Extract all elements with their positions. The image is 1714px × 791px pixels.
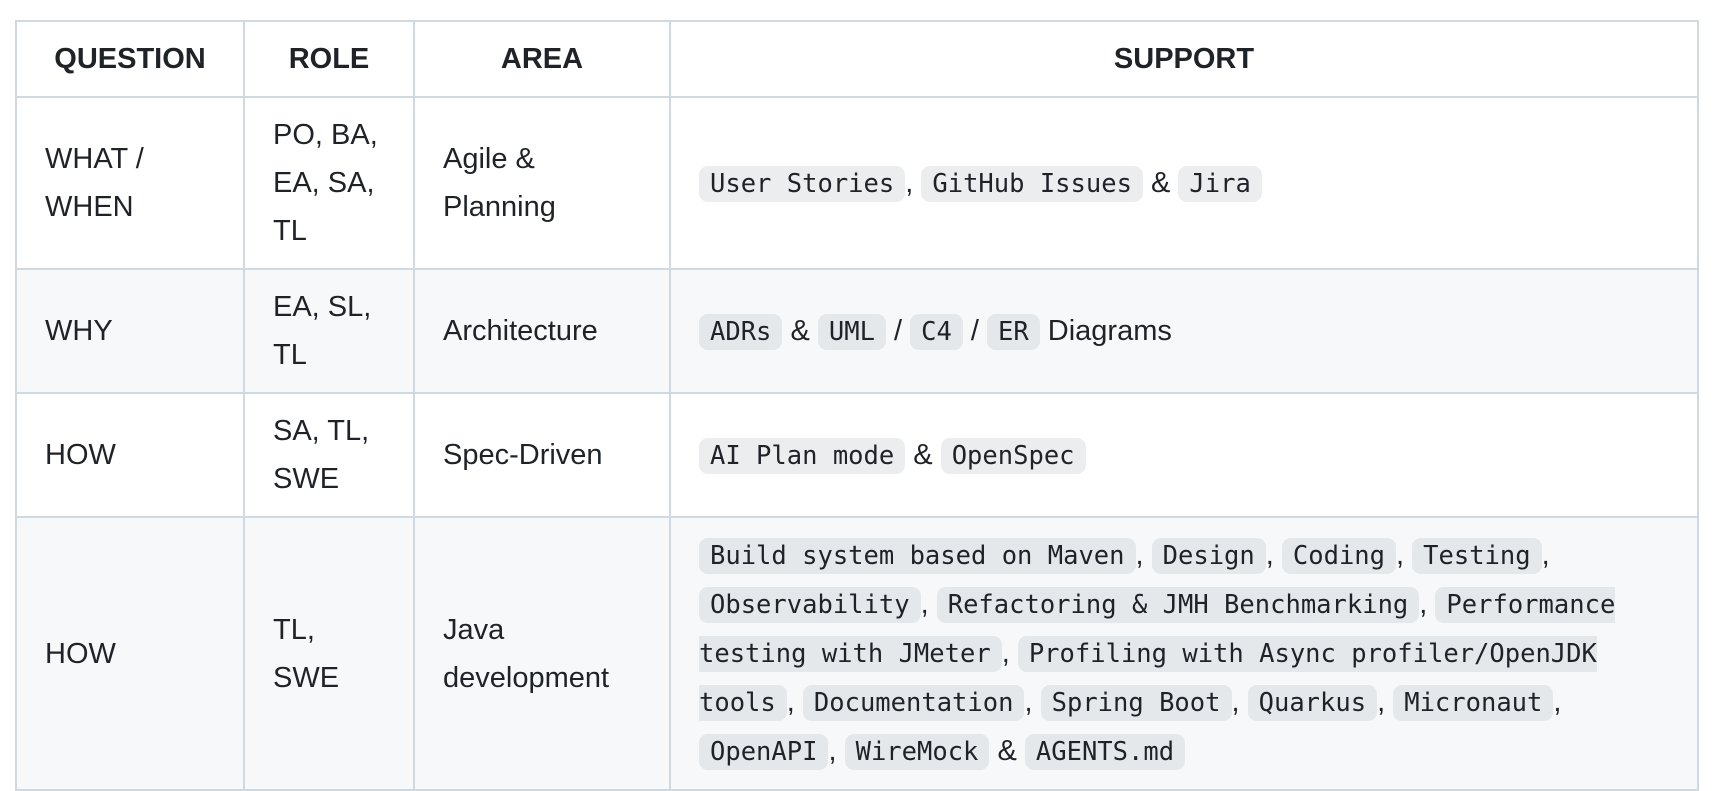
separator-text: /	[885, 314, 911, 347]
separator-text: Diagrams	[1039, 314, 1172, 347]
code-tag: UML	[817, 313, 886, 350]
separator-text: ,	[1541, 539, 1550, 571]
code-tag: AGENTS.md	[1024, 734, 1186, 770]
code-tag: ADRs	[699, 313, 783, 350]
code-tag: WireMock	[844, 734, 990, 770]
code-tag: Documentation	[802, 685, 1025, 721]
roles-support-table: QUESTION ROLE AREA SUPPORT WHAT / WHEN P…	[15, 20, 1699, 791]
separator-text: /	[962, 314, 988, 347]
header-support: SUPPORT	[669, 20, 1699, 98]
code-tag: User Stories	[699, 165, 906, 202]
code-tag: C4	[910, 313, 963, 350]
role-cell: SA, TL, SWE	[243, 392, 415, 518]
code-tag: GitHub Issues	[921, 165, 1143, 202]
separator-text: &	[782, 314, 818, 347]
role-cell: PO, BA, EA, SA, TL	[243, 96, 415, 270]
code-tag: Jira	[1178, 165, 1262, 202]
header-row: QUESTION ROLE AREA SUPPORT	[15, 20, 1699, 98]
support-cell: User Stories, GitHub Issues & Jira	[669, 96, 1699, 270]
separator-text: ,	[1377, 686, 1394, 718]
separator-text: ,	[905, 166, 922, 199]
question-cell: HOW	[15, 392, 245, 518]
code-tag: Spring Boot	[1040, 685, 1232, 721]
code-tag: Build system based on Maven	[699, 538, 1136, 574]
area-cell: Agile & Planning	[413, 96, 671, 270]
separator-text: ,	[1396, 539, 1413, 571]
question-cell: WHY	[15, 268, 245, 394]
code-tag: OpenSpec	[940, 437, 1086, 474]
table-row: WHAT / WHEN PO, BA, EA, SA, TL Agile & P…	[15, 96, 1699, 270]
code-tag: Testing	[1412, 538, 1542, 574]
header-role: ROLE	[243, 20, 415, 98]
separator-text: ,	[1231, 686, 1248, 718]
table-row: WHY EA, SL, TL Architecture ADRs & UML /…	[15, 268, 1699, 394]
code-tag: OpenAPI	[699, 734, 829, 770]
header-question: QUESTION	[15, 20, 245, 98]
code-tag: Observability	[699, 587, 921, 623]
support-cell: Build system based on Maven, Design, Cod…	[669, 516, 1699, 791]
support-cell: AI Plan mode & OpenSpec	[669, 392, 1699, 518]
code-tag: Micronaut	[1393, 685, 1554, 721]
question-cell: WHAT / WHEN	[15, 96, 245, 270]
separator-text: ,	[828, 735, 845, 767]
code-tag: Coding	[1281, 538, 1397, 574]
question-cell: HOW	[15, 516, 245, 791]
separator-text: ,	[1419, 588, 1436, 620]
role-cell: EA, SL, TL	[243, 268, 415, 394]
separator-text: ,	[786, 686, 803, 718]
code-tag: Design	[1151, 538, 1266, 574]
separator-text: ,	[1265, 539, 1282, 571]
separator-text: &	[1142, 166, 1179, 199]
code-tag: ER	[987, 313, 1040, 350]
separator-text: ,	[1553, 686, 1562, 718]
separator-text: ,	[1024, 686, 1041, 718]
code-tag: Refactoring & JMH Benchmarking	[936, 587, 1420, 623]
table-row: HOW SA, TL, SWE Spec-Driven AI Plan mode…	[15, 392, 1699, 518]
code-tag: AI Plan mode	[699, 437, 906, 474]
support-cell: ADRs & UML / C4 / ER Diagrams	[669, 268, 1699, 394]
area-cell: Architecture	[413, 268, 671, 394]
area-cell: Spec-Driven	[413, 392, 671, 518]
separator-text: ,	[1135, 539, 1152, 571]
separator-text: &	[905, 438, 941, 471]
separator-text: &	[989, 735, 1025, 767]
header-area: AREA	[413, 20, 671, 98]
separator-text: ,	[920, 588, 937, 620]
separator-text: ,	[1001, 637, 1018, 669]
role-cell: TL, SWE	[243, 516, 415, 791]
table-row: HOW TL, SWE Java development Build syste…	[15, 516, 1699, 791]
code-tag: Quarkus	[1247, 685, 1378, 721]
area-cell: Java development	[413, 516, 671, 791]
